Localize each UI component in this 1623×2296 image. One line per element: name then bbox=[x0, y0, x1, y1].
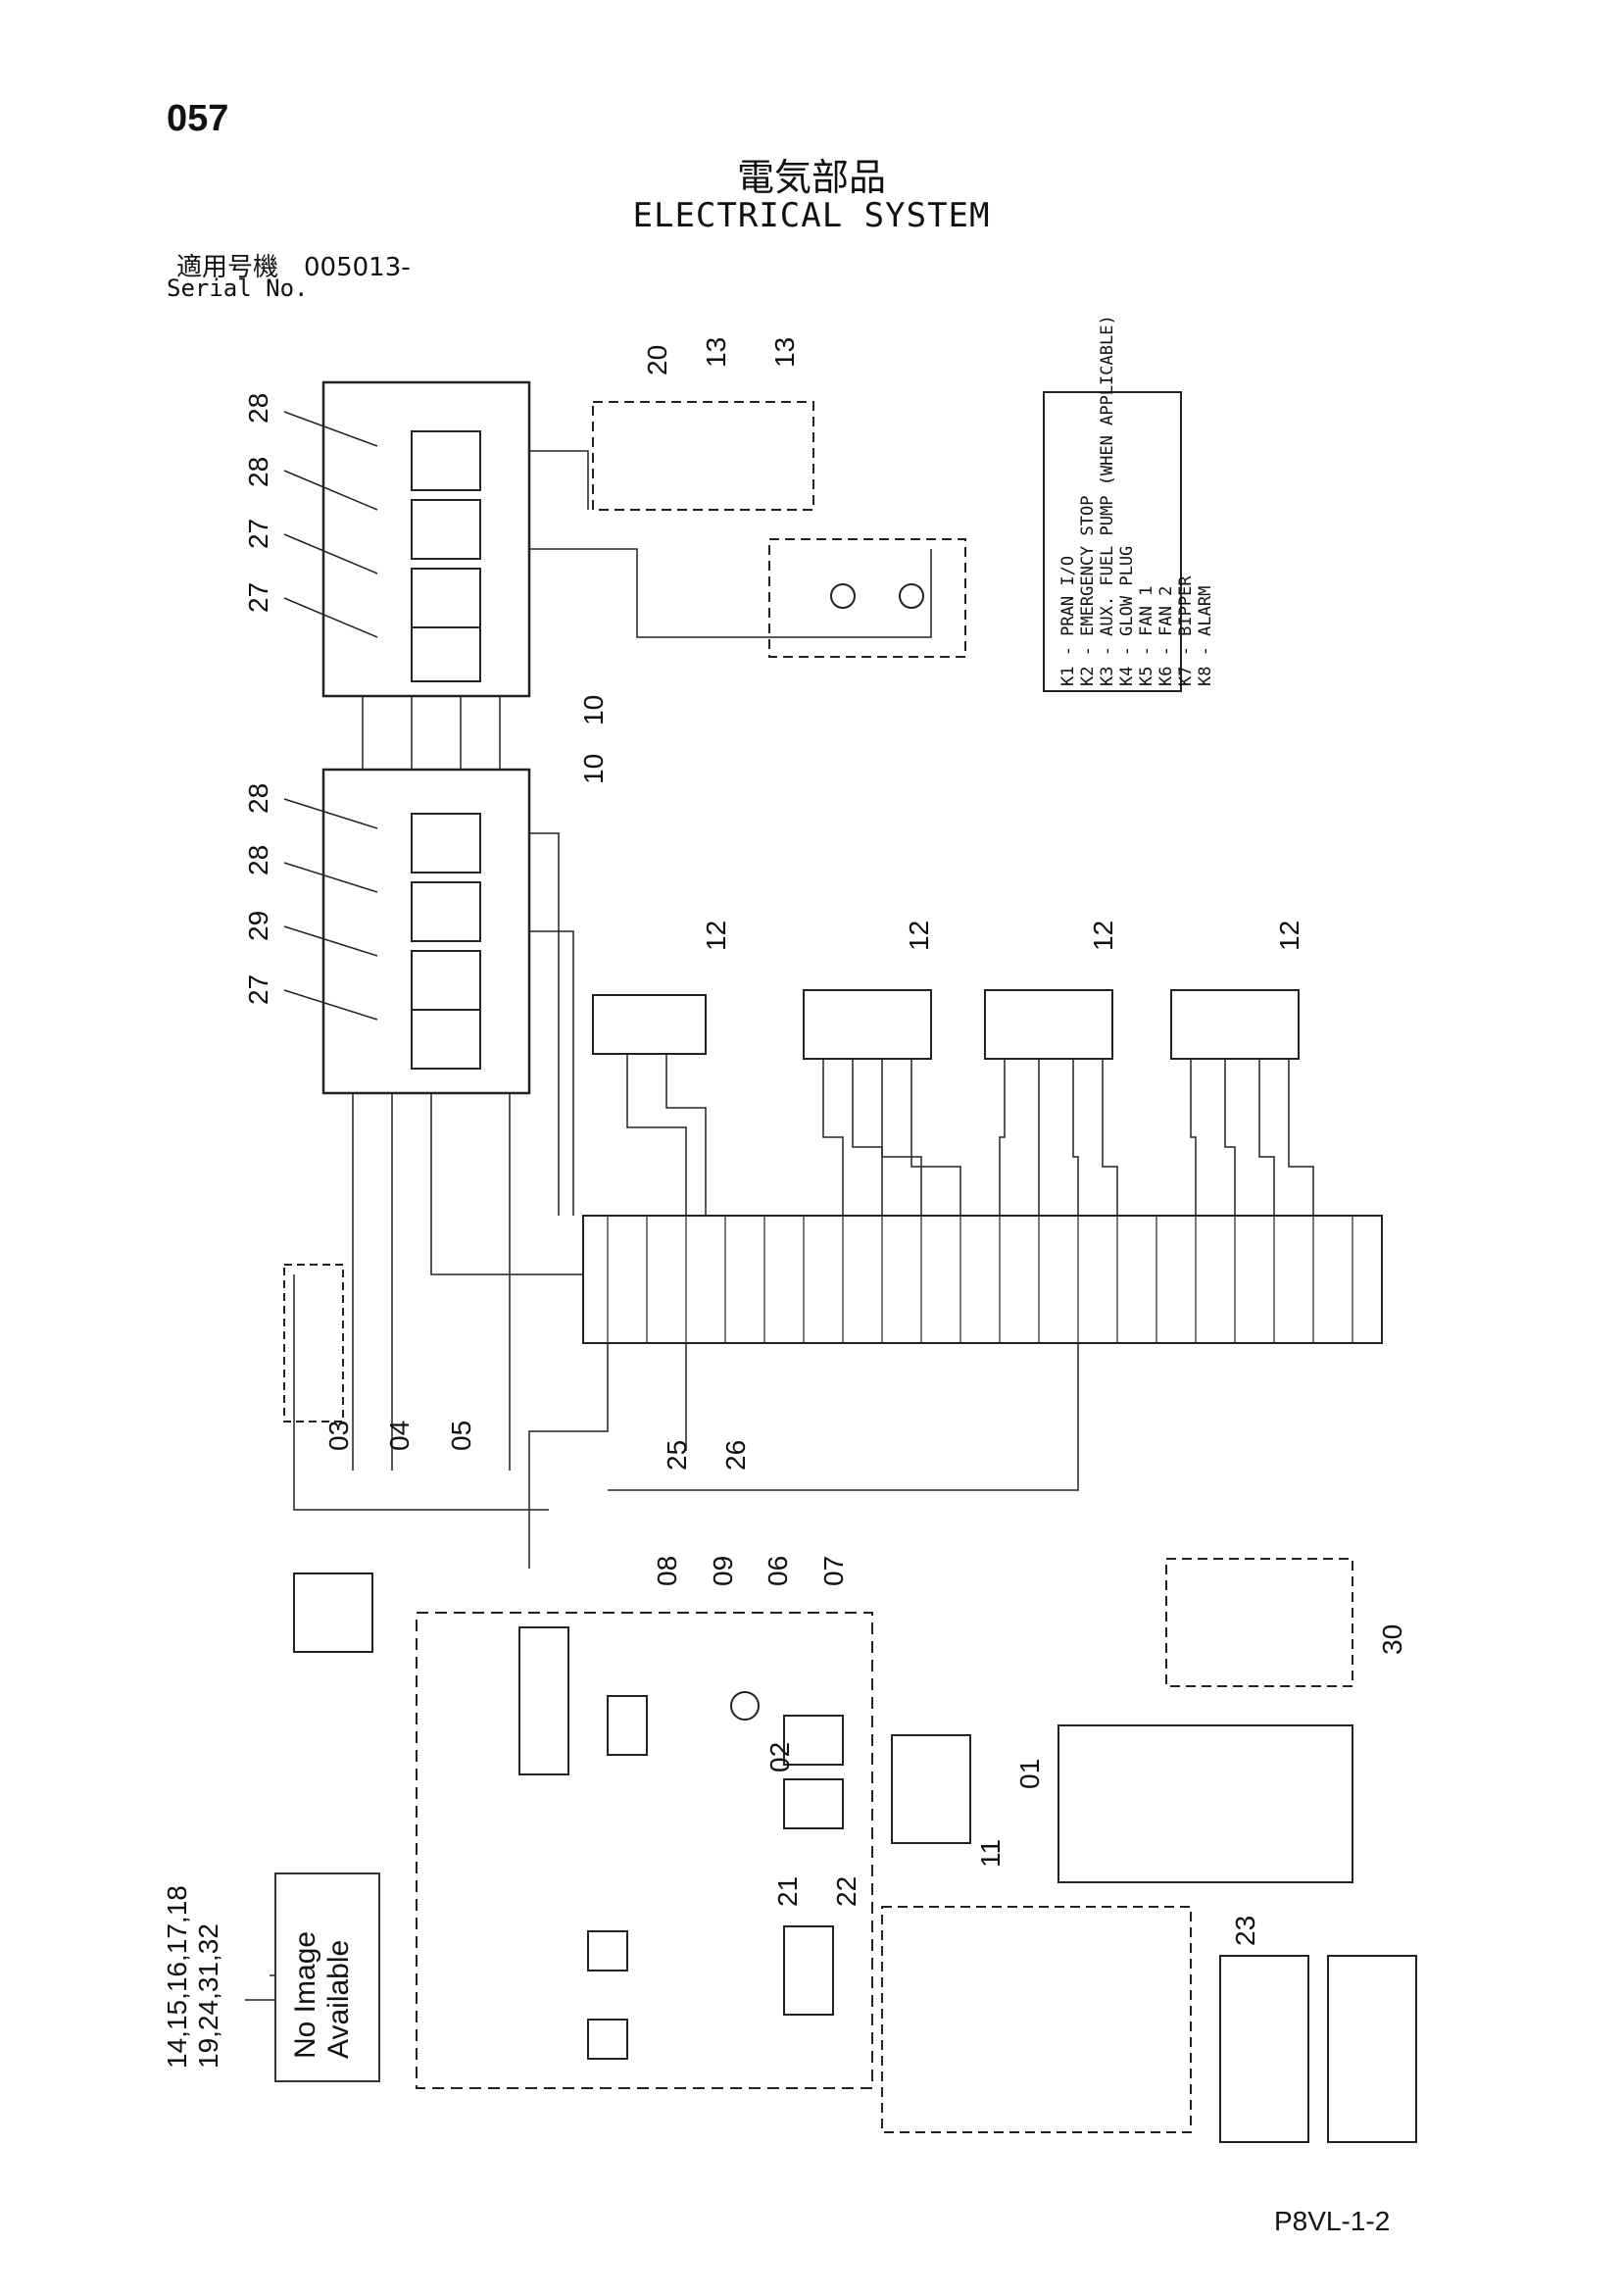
callout-27: 27 bbox=[243, 973, 273, 1005]
legend-k6: K6 - FAN 2 bbox=[1156, 585, 1176, 686]
alternator bbox=[783, 1925, 834, 2016]
callout-08: 08 bbox=[652, 1555, 682, 1586]
callout-11: 11 bbox=[975, 1838, 1006, 1868]
callout-28: 28 bbox=[243, 456, 273, 487]
callout-23: 23 bbox=[1230, 1915, 1260, 1946]
callout-28: 28 bbox=[243, 782, 273, 814]
page-number: 057 bbox=[167, 98, 229, 139]
legend-k8: K8 - ALARM bbox=[1196, 585, 1215, 686]
callout-03: 03 bbox=[323, 1420, 354, 1451]
callout-12: 12 bbox=[1088, 920, 1118, 951]
callout-02: 02 bbox=[764, 1741, 795, 1772]
fan-2-icon bbox=[899, 583, 924, 609]
no-image-parts-line1: 14,15,16,17,18 bbox=[162, 1885, 192, 2069]
fan-box bbox=[768, 538, 966, 658]
legend-k2: K2 - EMERGENCY STOP bbox=[1078, 495, 1098, 686]
terminal-strip-columns bbox=[607, 1216, 1353, 1343]
legend-k7: K7 - BIPPER bbox=[1176, 575, 1196, 686]
callout-29: 29 bbox=[243, 910, 273, 941]
speed-sensor-box bbox=[1327, 1955, 1417, 2143]
callout-04: 04 bbox=[384, 1420, 415, 1451]
solenoid-stop bbox=[607, 1695, 648, 1756]
no-image-label-line2: Available bbox=[322, 1939, 355, 2059]
panel-meter-module bbox=[891, 1734, 971, 1844]
callout-25: 25 bbox=[662, 1439, 692, 1471]
glow-plug-bank bbox=[518, 1626, 569, 1775]
no-image-parts-line2: 19,24,31,32 bbox=[193, 1923, 223, 2069]
callout-12: 12 bbox=[1274, 920, 1304, 951]
callout-30: 30 bbox=[1377, 1623, 1407, 1655]
no-image-part-numbers: 14,15,16,17,18 19,24,31,32 bbox=[162, 1885, 224, 2069]
callout-12: 12 bbox=[904, 920, 934, 951]
callout-28: 28 bbox=[243, 392, 273, 424]
serial-label-english: Serial No. bbox=[167, 275, 309, 302]
footer-code: P8VL-1-2 bbox=[1274, 2206, 1391, 2236]
callout-28: 28 bbox=[243, 844, 273, 875]
hour-meter bbox=[293, 1572, 373, 1653]
callout-27: 27 bbox=[243, 581, 273, 613]
diesel-engine-box bbox=[416, 1612, 873, 2089]
callout-13: 13 bbox=[769, 336, 800, 368]
remote-cable-box bbox=[1165, 1558, 1353, 1687]
radio-remote-block bbox=[1057, 1724, 1353, 1883]
callout-13: 13 bbox=[701, 336, 731, 368]
connector-j2 bbox=[984, 989, 1113, 1060]
connector-harness bbox=[626, 1054, 1314, 1216]
callout-10: 10 bbox=[578, 694, 609, 725]
battery-2 bbox=[783, 1778, 844, 1829]
title-english: ELECTRICAL SYSTEM bbox=[632, 196, 991, 235]
relay-board-lower bbox=[321, 768, 531, 1095]
title-japanese: 電気部品 bbox=[736, 156, 886, 199]
callout-01: 01 bbox=[1014, 1758, 1045, 1789]
connector-j3 bbox=[803, 989, 932, 1060]
stacker-switch-box bbox=[1219, 1955, 1309, 2143]
callout-05: 05 bbox=[446, 1420, 476, 1451]
limit-switch-box bbox=[881, 1906, 1192, 2133]
alarm-machine-box bbox=[592, 401, 814, 511]
callout-22: 22 bbox=[831, 1875, 861, 1907]
relay-legend: K1 - PRAN I/O K2 - EMERGENCY STOP K3 - A… bbox=[1058, 315, 1215, 686]
serial-label-japanese: 適用号機 005013- bbox=[176, 253, 411, 282]
relay-bus-wires bbox=[293, 450, 1079, 1569]
battery-1 bbox=[783, 1715, 844, 1766]
legend-k1: K1 - PRAN I/O bbox=[1058, 555, 1078, 686]
relay-modules-lower bbox=[411, 813, 481, 1070]
no-image-label: No Image Available bbox=[289, 1931, 356, 2059]
legend-k5: K5 - FAN 1 bbox=[1137, 585, 1156, 686]
terminal-strip bbox=[582, 1215, 1383, 1344]
callout-21: 21 bbox=[772, 1875, 803, 1907]
fan-1-icon bbox=[830, 583, 856, 609]
callout-12: 12 bbox=[701, 920, 731, 951]
relay-board-upper bbox=[321, 380, 531, 698]
connector-j1 bbox=[1170, 989, 1300, 1060]
callout-26: 26 bbox=[720, 1439, 751, 1471]
callout-07: 07 bbox=[818, 1555, 849, 1586]
callout-10: 10 bbox=[578, 753, 609, 784]
callout-20: 20 bbox=[642, 344, 672, 375]
legend-k3: K3 - AUX. FUEL PUMP (WHEN APPLICABLE) bbox=[1098, 315, 1117, 686]
temp-switch bbox=[587, 1930, 628, 1972]
callout-leaders bbox=[245, 411, 378, 2001]
relay-legend-box bbox=[1043, 391, 1182, 692]
legend-k4: K4 - GLOW PLUG bbox=[1117, 545, 1137, 686]
starter-icon bbox=[730, 1691, 760, 1721]
no-image-label-line1: No Image bbox=[289, 1930, 321, 2059]
relay-modules-upper bbox=[411, 430, 481, 682]
callout-27: 27 bbox=[243, 518, 273, 549]
connector-j4 bbox=[592, 994, 707, 1055]
callout-06: 06 bbox=[762, 1555, 793, 1586]
no-image-placeholder bbox=[274, 1872, 380, 2082]
oil-pressure-switch bbox=[587, 2019, 628, 2060]
fuse-bank bbox=[283, 1264, 344, 1423]
callout-09: 09 bbox=[708, 1555, 738, 1586]
